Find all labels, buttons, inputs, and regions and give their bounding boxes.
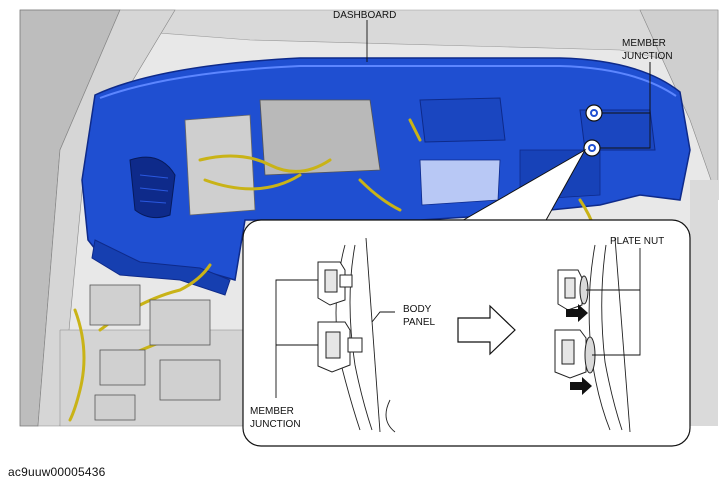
member-junction-markers [583,104,603,157]
install-direction-arrows [566,304,592,395]
label-body-panel-line2: PANEL [403,317,435,328]
figure-id-caption: ac9uuw00005436 [8,465,106,479]
member-junction-marker-upper [585,104,603,122]
member-junction-before [317,261,363,373]
leader-lines-inset [275,248,641,398]
label-dashboard: DASHBOARD [333,10,396,21]
label-member-junction-bottom-line2: JUNCTION [250,419,301,430]
label-member-junction-top-line2: JUNCTION [622,51,673,62]
transition-arrow [457,304,516,356]
member-junction-marker-lower [583,139,601,157]
dashboard-panel [81,57,691,296]
label-plate-nut: PLATE NUT [610,236,664,247]
member-junction-after [554,269,596,379]
arrow-lower [570,377,592,395]
inset-detail-box [242,219,691,447]
arrow-upper [566,304,588,322]
label-body-panel-line1: BODY [403,304,432,315]
label-member-junction-bottom-line1: MEMBER [250,406,294,417]
label-member-junction-top-line1: MEMBER [622,38,666,49]
leader-lines-top [366,20,651,149]
lower-frame-detail [89,284,221,421]
